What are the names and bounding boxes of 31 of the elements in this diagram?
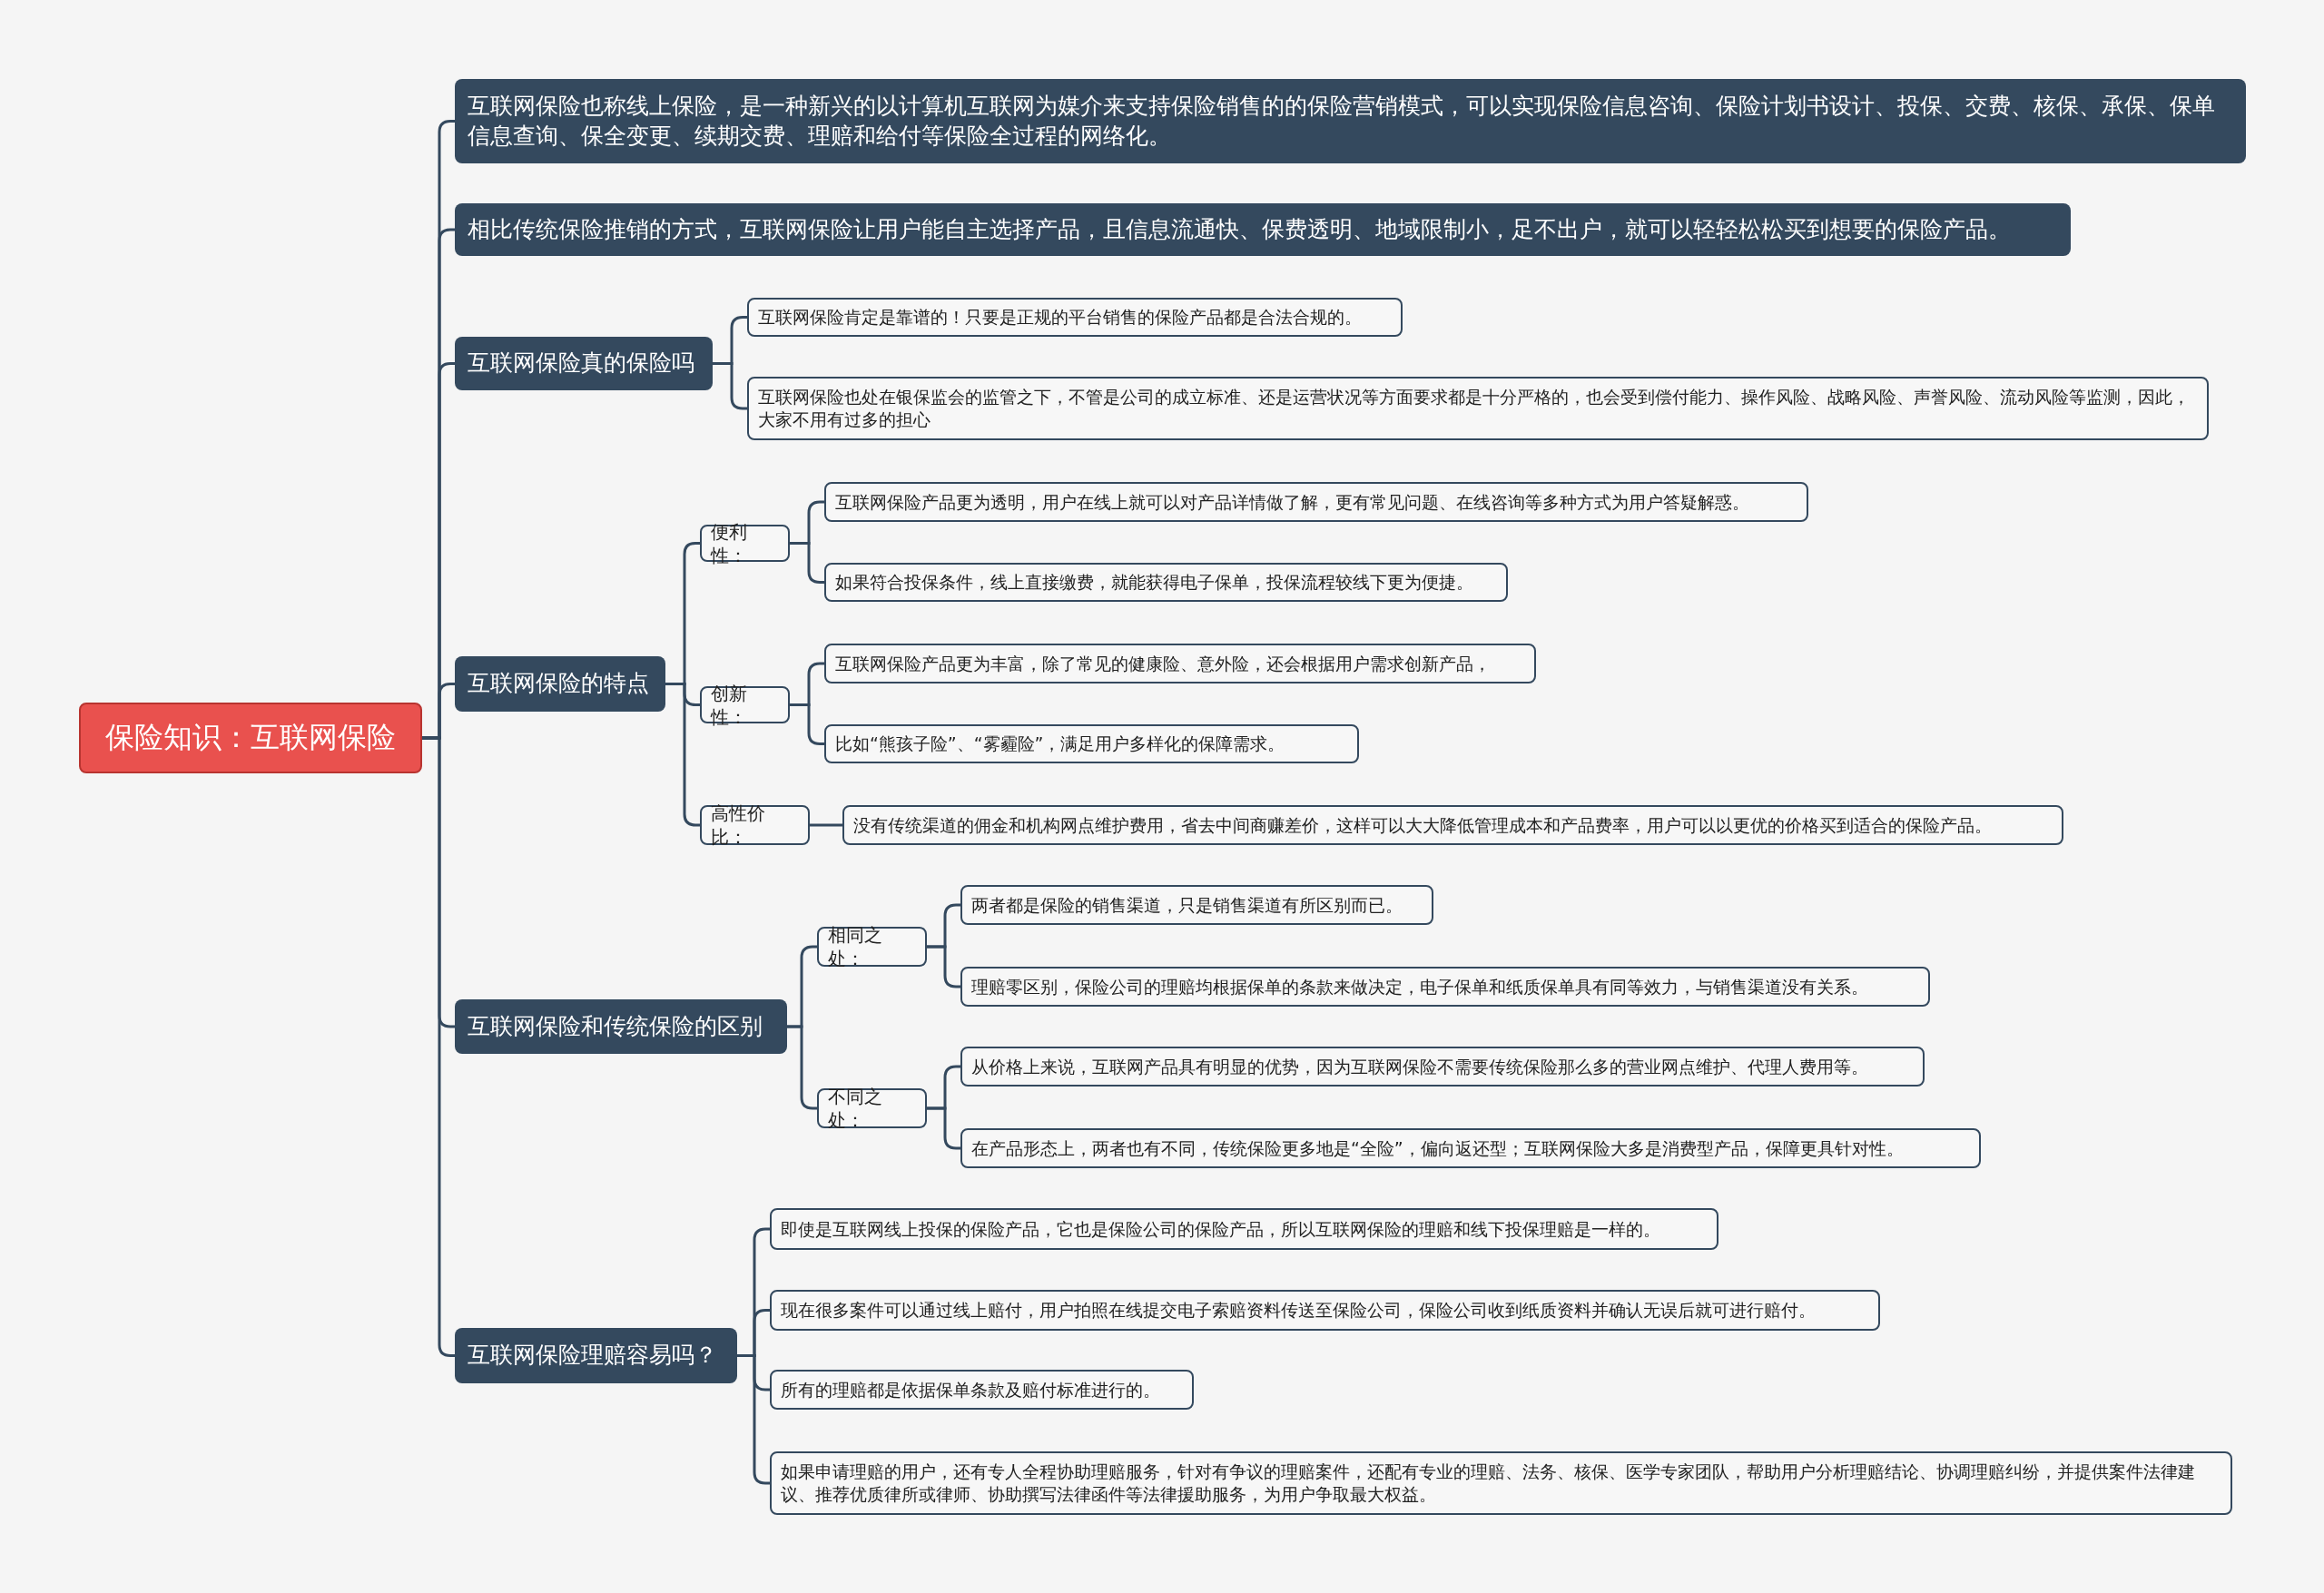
subtopic-box: 高性价比：: [700, 805, 810, 845]
connector-line: [927, 945, 960, 988]
topic-box: 互联网保险的特点: [455, 656, 665, 712]
topic-box: 互联网保险理赔容易吗？: [455, 1328, 737, 1383]
text-box: 即使是互联网线上投保的保险产品，它也是保险公司的保险产品，所以互联网保险的理赔和线下投保理赔是一样的。: [770, 1208, 1718, 1250]
text-box: 所有的理赔都是依据保单条款及赔付标准进行的。: [770, 1370, 1194, 1410]
connector-line: [790, 542, 824, 584]
text-box: 互联网保险产品更为丰富，除了常见的健康险、意外险，还会根据用户需求创新产品，: [824, 644, 1536, 683]
text-box: 如果符合投保条件，线上直接缴费，就能获得电子保单，投保流程较线下更为便捷。: [824, 563, 1508, 602]
text-box: 互联网保险也处在银保监会的监管之下，不管是公司的成立标准、还是运营状况等方面要求都是十分严格的，也会受到偿付能力、操作风险、战略风险、声誉风险、流动风险等监测，因此，大家不用有过多的担心: [747, 377, 2209, 440]
connector-line: [927, 1106, 960, 1150]
text-box: 理赔零区别，保险公司的理赔均根据保单的条款来做决定，电子保单和纸质保单具有同等效力，与销售渠道没有关系。: [960, 967, 1930, 1007]
root-topic-box: 保险知识：互联网保险: [79, 703, 422, 773]
subtopic-box: 不同之处：: [817, 1088, 927, 1128]
text-box: 在产品形态上，两者也有不同，传统保险更多地是“全险”，偏向返还型；互联网保险大多是消费型产品，保障更具针对性。: [960, 1128, 1981, 1168]
connector-line: [810, 823, 842, 827]
topic-box: 相比传统保险推销的方式，互联网保险让用户能自主选择产品，且信息流通快、保费透明、地域限制小，足不出户，就可以轻轻松松买到想要的保险产品。: [455, 203, 2071, 256]
topic-box: 互联网保险真的保险吗: [455, 337, 713, 390]
text-box: 没有传统渠道的佣金和机构网点维护费用，省去中间商赚差价，这样可以大大降低管理成本和产品费率，用户可以以更优的价格买到适合的保险产品。: [842, 805, 2063, 845]
text-box: 两者都是保险的销售渠道，只是销售渠道有所区别而已。: [960, 885, 1433, 925]
text-box: 现在很多案件可以通过线上赔付，用户拍照在线提交电子索赔资料传送至保险公司，保险公司收到纸质资料并确认无误后就可进行赔付。: [770, 1290, 1880, 1331]
connector-line: [713, 362, 747, 410]
subtopic-box: 相同之处：: [817, 927, 927, 967]
topic-box: 互联网保险也称线上保险，是一种新兴的以计算机互联网为媒介来支持保险销售的的保险营销模式，可以实现保险信息咨询、保险计划书设计、投保、交费、核保、承保、保单信息查询、保全变更、续期交费、理赔和给付等保险全过程的网络化。: [455, 79, 2246, 163]
text-box: 互联网保险肯定是靠谱的！只要是正规的平台销售的保险产品都是合法合规的。: [747, 298, 1403, 337]
text-box: 从价格上来说，互联网产品具有明显的优势，因为互联网保险不需要传统保险那么多的营业网点维护、代理人费用等。: [960, 1047, 1925, 1087]
text-box: 如果申请理赔的用户，还有专人全程协助理赔服务，针对有争议的理赔案件，还配有专业的理赔、法务、核保、医学专家团队，帮助用户分析理赔结论、协调理赔纠纷，并提供案件法律建议、推荐优质律所或律师、协助撰写法律函件等法律援助服务，为用户争取最大权益。: [770, 1451, 2232, 1515]
text-box: 互联网保险产品更为透明，用户在线上就可以对产品详情做了解，更有常见问题、在线咨询等多种方式为用户答疑解惑。: [824, 482, 1808, 522]
connector-line: [790, 703, 824, 745]
text-box: 比如“熊孩子险”、“雾霾险”，满足用户多样化的保障需求。: [824, 724, 1359, 763]
topic-box: 互联网保险和传统保险的区别: [455, 999, 787, 1054]
